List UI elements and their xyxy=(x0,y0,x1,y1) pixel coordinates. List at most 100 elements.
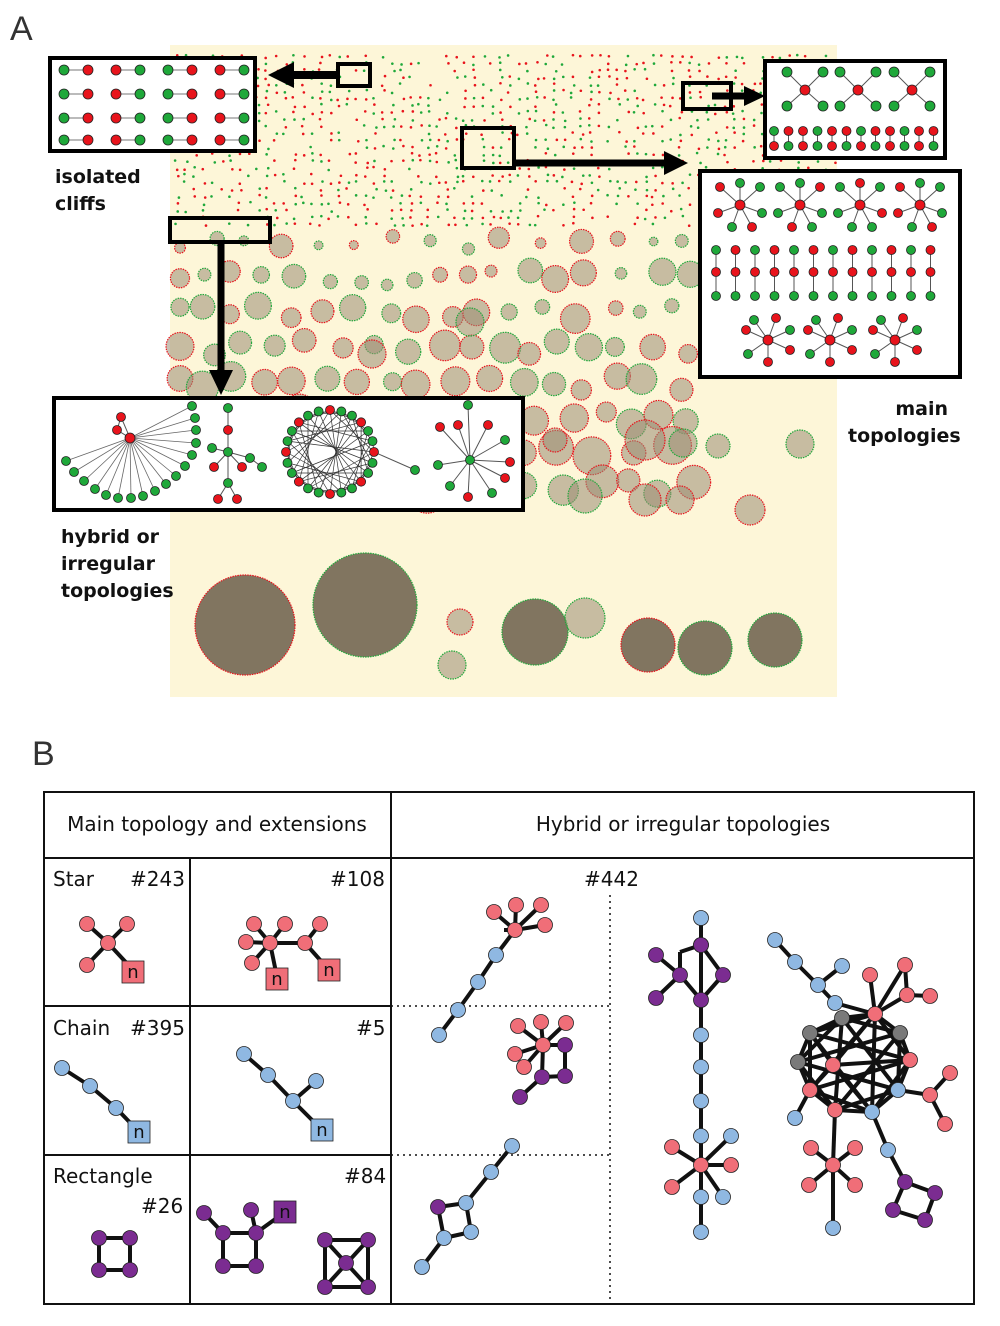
hybrid-node xyxy=(802,1082,818,1098)
network-dot xyxy=(438,98,442,102)
network-dot xyxy=(464,123,468,127)
network-dot xyxy=(654,189,657,192)
network-dot xyxy=(292,167,296,171)
network-dot xyxy=(760,111,763,115)
network-dot xyxy=(446,139,449,143)
chain-node xyxy=(828,267,838,277)
network-dot xyxy=(481,189,485,192)
network-dot xyxy=(470,209,474,213)
network-dot xyxy=(609,179,612,183)
network-dot xyxy=(552,174,556,177)
network-dot xyxy=(399,125,403,128)
rect-node xyxy=(196,1205,212,1221)
network-dot xyxy=(581,174,585,177)
network-dot xyxy=(329,98,333,102)
network-cluster xyxy=(648,257,677,286)
network-dot xyxy=(533,119,537,123)
network-dot xyxy=(265,153,268,156)
network-dot xyxy=(365,88,369,92)
network-dot xyxy=(624,63,628,67)
network-cluster xyxy=(281,263,307,289)
network-dot xyxy=(402,159,405,162)
network-dot xyxy=(536,214,540,218)
network-dot xyxy=(579,117,582,120)
network-dot xyxy=(328,53,332,57)
network-cluster xyxy=(517,257,544,284)
network-dot xyxy=(713,103,717,107)
edge xyxy=(105,437,131,496)
network-dot xyxy=(500,194,503,197)
network-dot xyxy=(391,147,395,150)
network-dot xyxy=(500,98,503,102)
hybrid-id: #442 xyxy=(584,867,639,891)
network-dot xyxy=(401,217,404,220)
star-leaf xyxy=(811,315,821,325)
network-dot xyxy=(492,161,495,165)
fan-leaf xyxy=(180,461,190,471)
hybrid-node xyxy=(693,1157,709,1173)
network-dot xyxy=(284,125,288,129)
network-dot xyxy=(652,62,656,65)
network-dot xyxy=(518,62,521,66)
network-dot xyxy=(552,82,556,85)
edge xyxy=(129,429,197,439)
network-dot xyxy=(320,203,324,206)
network-dot xyxy=(419,96,422,99)
network-cluster xyxy=(534,237,547,249)
network-dot xyxy=(527,167,531,171)
network-dot xyxy=(390,111,394,114)
network-dot xyxy=(285,63,289,66)
network-cluster xyxy=(461,242,476,256)
network-dot xyxy=(506,91,510,94)
cliff-node xyxy=(82,88,94,100)
network-dot xyxy=(264,62,268,66)
network-dot xyxy=(726,89,729,92)
network-dot xyxy=(320,125,323,129)
network-dot xyxy=(579,89,583,93)
ring-node xyxy=(313,406,324,417)
network-dot xyxy=(498,68,502,72)
network-dot xyxy=(534,109,538,113)
network-dot xyxy=(552,111,556,114)
network-dot xyxy=(366,208,369,211)
chain-node xyxy=(925,291,936,301)
n-box-label: n xyxy=(127,962,138,983)
network-dot xyxy=(408,194,412,198)
cliff-node xyxy=(928,141,939,151)
network-dot xyxy=(571,152,575,155)
network-dot xyxy=(740,89,744,92)
network-dot xyxy=(707,138,711,141)
edge xyxy=(831,1012,877,1067)
hybrid-topology-header: Hybrid or irregular topologies xyxy=(535,812,831,836)
cliff-node xyxy=(928,126,939,136)
chain-node xyxy=(847,291,858,301)
chain-node xyxy=(750,267,760,277)
chain-node xyxy=(82,1078,98,1094)
network-cluster xyxy=(322,273,339,290)
network-dot xyxy=(498,56,501,59)
network-dot xyxy=(481,137,485,141)
network-dot xyxy=(633,89,637,93)
star-leaf xyxy=(79,957,95,973)
network-dot xyxy=(687,69,691,72)
cliff-node xyxy=(134,88,146,100)
network-dot xyxy=(293,222,297,225)
network-dot xyxy=(617,97,620,101)
star-center xyxy=(914,199,926,211)
network-dot xyxy=(272,202,276,205)
network-dot xyxy=(618,130,621,134)
chain-node xyxy=(925,267,936,277)
network-dot xyxy=(282,172,285,176)
network-dot xyxy=(608,97,611,101)
star-leaf xyxy=(924,66,936,78)
network-dot xyxy=(177,196,181,199)
star-leaf xyxy=(785,325,795,335)
cliff-node xyxy=(110,112,122,124)
star-leaf xyxy=(847,222,857,232)
hybrid-node xyxy=(693,1027,709,1043)
edge xyxy=(351,430,369,489)
network-dot xyxy=(246,223,250,227)
network-dot xyxy=(563,168,566,171)
isolated-cliffs-caption: isolated cliffs xyxy=(55,166,141,215)
edge xyxy=(94,437,131,490)
